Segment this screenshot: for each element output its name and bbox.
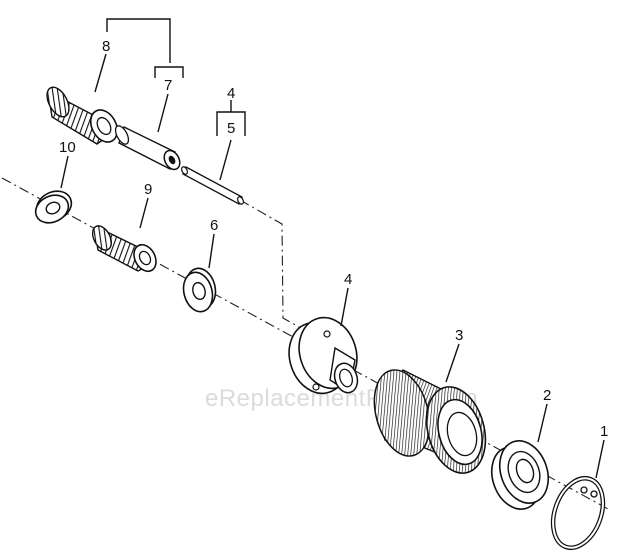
leader-7 — [157, 93, 169, 133]
bracket-8-7 — [106, 18, 171, 63]
leader-10 — [60, 155, 69, 189]
callout-4-pin: 4 — [227, 85, 235, 102]
leader-5 — [219, 139, 232, 181]
callout-6: 6 — [210, 217, 218, 234]
part-7-smooth-sleeve — [114, 125, 181, 171]
callout-7: 7 — [164, 77, 172, 94]
callout-1: 1 — [600, 423, 608, 440]
callout-8: 8 — [102, 38, 110, 55]
part-2-bearing — [490, 440, 550, 510]
leader-9 — [139, 197, 149, 229]
part-9-knurled-roller — [91, 225, 157, 273]
callout-5: 5 — [227, 120, 235, 137]
leader-1 — [595, 439, 605, 479]
bracket-7 — [154, 66, 184, 78]
part-5-pin — [181, 166, 244, 205]
callout-10: 10 — [59, 139, 76, 156]
callout-2: 2 — [543, 387, 551, 404]
callout-4-hub: 4 — [344, 271, 352, 288]
leader-4-hub — [340, 287, 349, 327]
leader-6 — [208, 233, 215, 269]
callout-3: 3 — [455, 327, 463, 344]
leader-8 — [94, 53, 107, 93]
part-6-washer — [182, 267, 217, 313]
leader-2 — [537, 403, 548, 443]
part-8-knurled-sleeve — [46, 86, 119, 145]
part-1-retaining-ring — [550, 476, 606, 550]
part-10-washer — [34, 190, 73, 224]
callout-9: 9 — [144, 181, 152, 198]
pin-alignment-line — [239, 199, 309, 333]
part-3-threaded-collar — [373, 369, 487, 474]
leader-3 — [445, 343, 460, 383]
part-4-flanged-hub — [288, 316, 359, 395]
